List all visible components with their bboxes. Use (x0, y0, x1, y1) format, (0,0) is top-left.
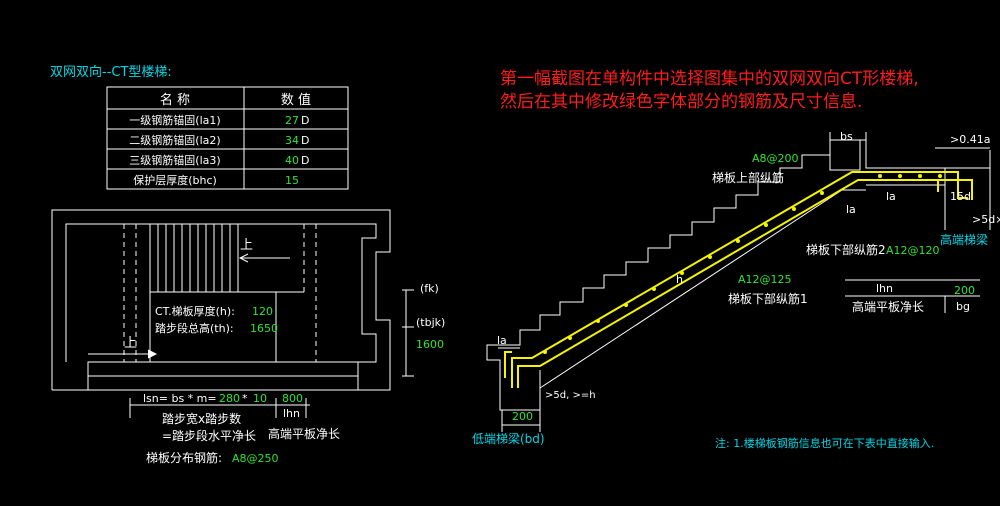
table-row-value[interactable]: 34 (285, 134, 299, 147)
h-label: h (676, 273, 683, 286)
landing-value[interactable]: 800 (282, 392, 303, 405)
height-value[interactable]: 1650 (250, 322, 278, 335)
landing-length-label: 高端平板净长 (852, 299, 924, 314)
table-row-name: 二级钢筋锚固(la2) (129, 133, 220, 147)
15d-label: 15d (950, 190, 971, 203)
table-header-value: 数 值 (281, 92, 311, 108)
table-row-name: 一级钢筋锚固(la1) (129, 113, 220, 127)
instruction-line-1: 第一幅截图在单构件中选择图集中的双网双向CT形楼梯, (500, 69, 919, 89)
thickness-label: CT.梯板厚度(h): (155, 304, 235, 318)
table-row-unit: D (301, 154, 309, 167)
table-header-name: 名 称 (160, 92, 190, 108)
thickness-value[interactable]: 120 (252, 305, 273, 318)
lower-rebar1-label: 梯板下部纵筋1 (728, 291, 808, 306)
fk-label: (fk) (420, 282, 439, 295)
plan-up-label-lower: 上 (124, 336, 137, 351)
la-mid-label-2: la (886, 190, 896, 203)
top-rebar-spec[interactable]: A8@200 (752, 152, 799, 165)
footnote: 注: 1.楼梯板钢筋信息也可在下表中直接输入. (715, 436, 934, 450)
formula-line-1: 踏步宽x踏步数 (162, 411, 241, 426)
lower-rebar1-spec[interactable]: A12@125 (738, 273, 792, 286)
lsn-label: lsn= bs * m= (143, 392, 217, 405)
landing-text: 高端平板净长 (268, 426, 340, 441)
table-row-unit: D (301, 114, 309, 127)
bd-value[interactable]: 200 (512, 410, 533, 423)
la-041-label: >0.41a (950, 133, 990, 146)
distribution-rebar-value[interactable]: A8@250 (232, 452, 279, 465)
la-mid-label: la (846, 203, 856, 216)
low-note-label: >5d, >=h (545, 390, 596, 401)
low-beam-label: 低端梯梁(bd) (472, 431, 545, 446)
lsn-bs-value[interactable]: 280 (219, 392, 240, 405)
bg-label: bg (956, 300, 970, 313)
lsn-m-value[interactable]: 10 (253, 392, 267, 405)
formula-line-2: =踏步段水平净长 (162, 428, 256, 443)
table-row-value[interactable]: 15 (285, 174, 299, 187)
side-value[interactable]: 1600 (416, 338, 444, 351)
table-row-value[interactable]: 40 (285, 154, 299, 167)
bg-value[interactable]: 200 (954, 284, 975, 297)
tbjk-label: (tbjk) (416, 316, 445, 329)
height-label: 踏步段总高(th): (155, 321, 234, 335)
lower-rebar2-label: 梯板下部纵筋2 (806, 242, 886, 257)
rebar-dots (543, 174, 942, 354)
stair-plan-view (51, 209, 414, 391)
table-row-unit: D (301, 134, 309, 147)
5d-label: >5d× (972, 213, 1000, 226)
parameter-table (106, 86, 349, 190)
table-row-name: 保护层厚度(bhc) (133, 173, 217, 187)
lhn-section-label: lhn (876, 282, 893, 295)
table-row-name: 三级钢筋锚固(la3) (129, 153, 220, 167)
instruction-line-2: 然后在其中修改绿色字体部分的钢筋及尺寸信息. (500, 92, 862, 112)
lower-rebar2-spec[interactable]: A12@120 (886, 244, 940, 257)
top-rebar-label: 梯板上部纵筋 (712, 170, 784, 185)
drawing-title: 双网双向--CT型楼梯: (50, 64, 172, 80)
lsn-dimension (129, 398, 310, 418)
high-beam-label: 高端梯梁 (940, 232, 988, 247)
section-dimension-lines (498, 132, 990, 432)
la-low-label: la (497, 334, 507, 347)
table-row-value[interactable]: 27 (285, 114, 299, 127)
lhn-label: lhn (283, 407, 300, 420)
rebar-lines (504, 171, 973, 388)
plan-up-label: 上 (240, 238, 253, 253)
lsn-times: * (242, 392, 248, 405)
distribution-rebar-label: 梯板分布钢筋: (146, 450, 222, 465)
bs-label: bs (840, 130, 853, 143)
